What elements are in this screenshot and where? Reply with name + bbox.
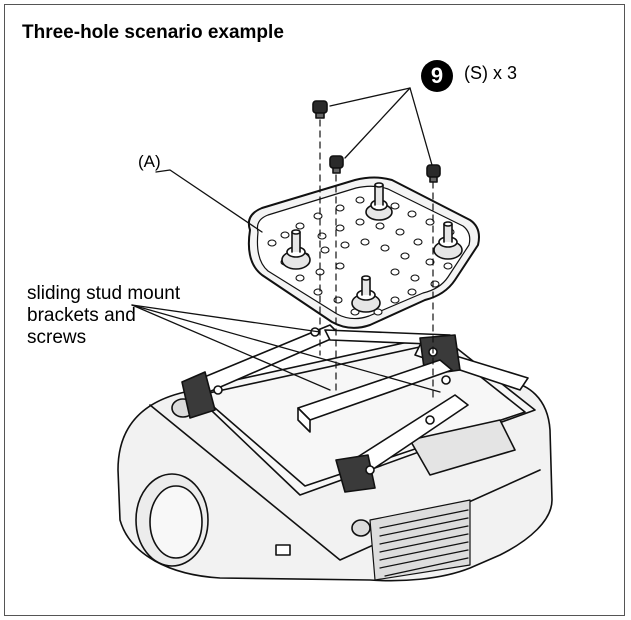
sliding-brackets bbox=[181, 324, 529, 493]
leader-lines bbox=[131, 87, 441, 393]
diagram-title: Three-hole scenario example bbox=[22, 22, 284, 43]
screw-quantity-label: (S) x 3 bbox=[464, 63, 518, 83]
vent-grille bbox=[369, 499, 471, 581]
part-a-label: (A) bbox=[138, 152, 161, 171]
brackets-label-line1: sliding stud mount bbox=[27, 283, 181, 304]
adapter-plate-a bbox=[247, 176, 480, 329]
brackets-label-line3: screws bbox=[27, 327, 87, 348]
alignment-lines bbox=[319, 119, 434, 401]
brackets-label: sliding stud mount brackets and screws bbox=[27, 283, 180, 349]
part-number-badge: 9 bbox=[421, 60, 453, 92]
screws-s bbox=[312, 100, 441, 183]
mount-studs bbox=[281, 182, 463, 313]
brackets-label-line2: brackets and bbox=[27, 305, 136, 326]
projector-body bbox=[117, 334, 553, 582]
